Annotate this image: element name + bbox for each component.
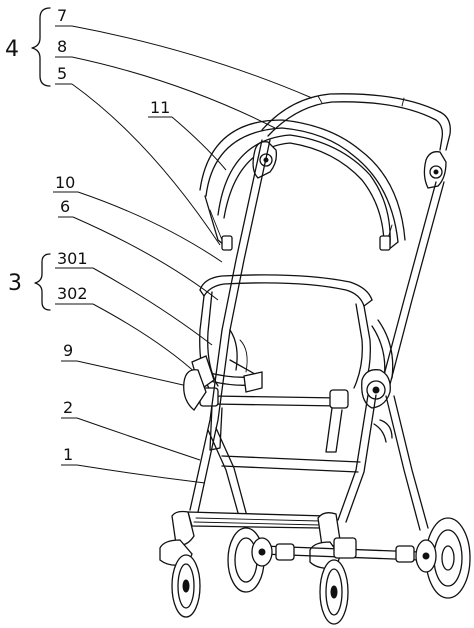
leader-7: [71, 25, 313, 99]
leader-302: [92, 303, 199, 376]
label-7: 7: [57, 6, 67, 25]
leader-1: [76, 464, 206, 484]
handlebar: [261, 93, 451, 151]
rear-right-wheel: [415, 517, 471, 599]
lower-crossbar: [221, 455, 361, 473]
label-3: 3: [8, 271, 22, 296]
label-9: 9: [63, 341, 73, 360]
stroller-drawing: [159, 93, 471, 625]
label-1: 1: [63, 445, 73, 464]
leader-10: [77, 191, 223, 263]
bumper-bar: [199, 274, 373, 307]
leader-5: [71, 83, 221, 246]
label-6: 6: [60, 197, 70, 216]
label-11: 11: [150, 98, 170, 117]
leader-9: [76, 360, 197, 389]
label-4: 4: [5, 37, 19, 62]
rear-tubes: [221, 139, 445, 393]
label-301: 301: [57, 249, 88, 268]
brace-3: [34, 253, 51, 311]
leader-8: [71, 56, 276, 129]
front-left-wheel: [159, 510, 201, 618]
canopy: [199, 119, 406, 251]
front-right-wheel: [309, 512, 349, 625]
leader-301: [92, 267, 213, 346]
label-10: 10: [55, 173, 75, 192]
leader-2: [76, 417, 201, 461]
upper-joints: [252, 141, 447, 189]
brace-4: [31, 7, 51, 87]
leader-6: [72, 216, 219, 301]
rear-axle: [261, 537, 421, 563]
seat-panels: [209, 405, 343, 453]
label-302: 302: [57, 284, 88, 303]
leader-lines: [71, 25, 313, 484]
footrest: [187, 511, 328, 529]
front-legs: [189, 329, 429, 531]
label-8: 8: [57, 37, 67, 56]
label-5: 5: [57, 64, 67, 83]
label-2: 2: [63, 398, 73, 417]
rear-left-wheel: [227, 527, 273, 593]
leader-11: [171, 116, 227, 171]
